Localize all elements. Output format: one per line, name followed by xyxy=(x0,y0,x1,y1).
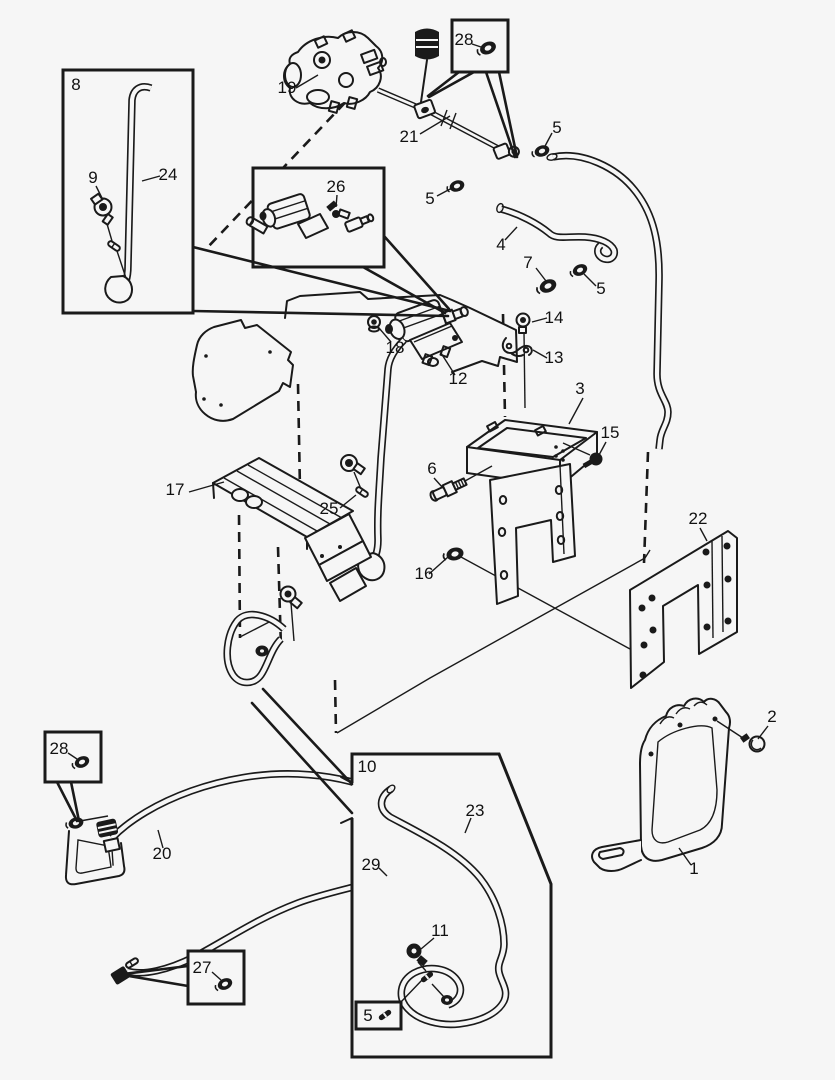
callout-21[interactable]: 21 xyxy=(400,127,419,146)
part-22-bracket xyxy=(629,530,738,689)
hose-20-end-fitting xyxy=(110,956,140,985)
part-12-valve xyxy=(385,299,469,367)
part-11-fitting xyxy=(406,943,445,998)
detail-box-10 xyxy=(340,752,553,1059)
part-hose-right xyxy=(546,153,668,449)
label-leader-lines xyxy=(67,43,769,981)
callout-29[interactable]: 29 xyxy=(362,855,381,874)
callout-12[interactable]: 12 xyxy=(449,369,468,388)
callout-10[interactable]: 10 xyxy=(358,757,377,776)
callout-8[interactable]: 8 xyxy=(71,75,80,94)
part-13-clamp xyxy=(501,337,533,358)
detail-box-27 xyxy=(186,949,246,1006)
part-6-fitting xyxy=(429,465,493,502)
callout-13[interactable]: 13 xyxy=(545,348,564,367)
part-4-hose xyxy=(496,202,615,260)
callout-27[interactable]: 27 xyxy=(193,958,212,977)
callout-16[interactable]: 16 xyxy=(415,564,434,583)
part-2-screw xyxy=(716,720,766,753)
part-26-valve-detail xyxy=(245,193,375,239)
detail-box-8 xyxy=(61,68,195,315)
callout-14[interactable]: 14 xyxy=(545,308,564,327)
callout-28[interactable]: 28 xyxy=(50,739,69,758)
part-25-fitting xyxy=(340,454,370,499)
part-elbow-hose-loop xyxy=(227,585,303,683)
detail-box-5 xyxy=(354,978,424,1031)
callout-3[interactable]: 3 xyxy=(575,379,584,398)
part-20-hose xyxy=(63,774,427,985)
callout-15[interactable]: 15 xyxy=(601,423,620,442)
part-19-pump xyxy=(283,29,387,114)
callout-2[interactable]: 2 xyxy=(767,707,776,726)
callout-6[interactable]: 6 xyxy=(427,459,436,478)
connector-leader-lines xyxy=(239,549,651,734)
callout-1[interactable]: 1 xyxy=(689,859,698,878)
callout-24[interactable]: 24 xyxy=(159,165,178,184)
part-23-hose xyxy=(381,784,505,1025)
callout-9[interactable]: 9 xyxy=(88,168,97,187)
part-1-cover xyxy=(591,697,731,872)
part-9-fitting xyxy=(90,192,114,226)
callout-25[interactable]: 25 xyxy=(320,499,339,518)
part-15-screw xyxy=(562,442,603,469)
callout-18[interactable]: 18 xyxy=(386,338,405,357)
callout-5[interactable]: 5 xyxy=(425,189,434,208)
callout-17[interactable]: 17 xyxy=(166,480,185,499)
callout-23[interactable]: 23 xyxy=(466,801,485,820)
part-14-bolt xyxy=(515,312,531,409)
plate-lower xyxy=(191,319,294,422)
callout-26[interactable]: 26 xyxy=(327,177,346,196)
callout-22[interactable]: 22 xyxy=(689,509,708,528)
inline-fitting xyxy=(413,98,436,120)
part-3-bracket xyxy=(466,419,598,605)
callout-20[interactable]: 20 xyxy=(153,844,172,863)
part-18-bolt xyxy=(367,315,381,333)
callout-11[interactable]: 11 xyxy=(431,921,449,940)
callout-7[interactable]: 7 xyxy=(523,253,532,272)
callout-5[interactable]: 5 xyxy=(552,118,561,137)
callout-5[interactable]: 5 xyxy=(596,279,605,298)
vent-cap xyxy=(415,28,439,103)
callout-19[interactable]: 19 xyxy=(278,78,297,97)
part-17-module xyxy=(212,457,372,602)
callout-28[interactable]: 28 xyxy=(455,30,474,49)
callout-labels: 19 21 5 5 5 4 7 8 9 24 26 28 18 14 13 12… xyxy=(50,30,777,1025)
box-10-pointer xyxy=(250,687,354,815)
callout-4[interactable]: 4 xyxy=(496,235,505,254)
detail-box-26 xyxy=(245,166,386,269)
callout-5[interactable]: 5 xyxy=(363,1006,372,1025)
